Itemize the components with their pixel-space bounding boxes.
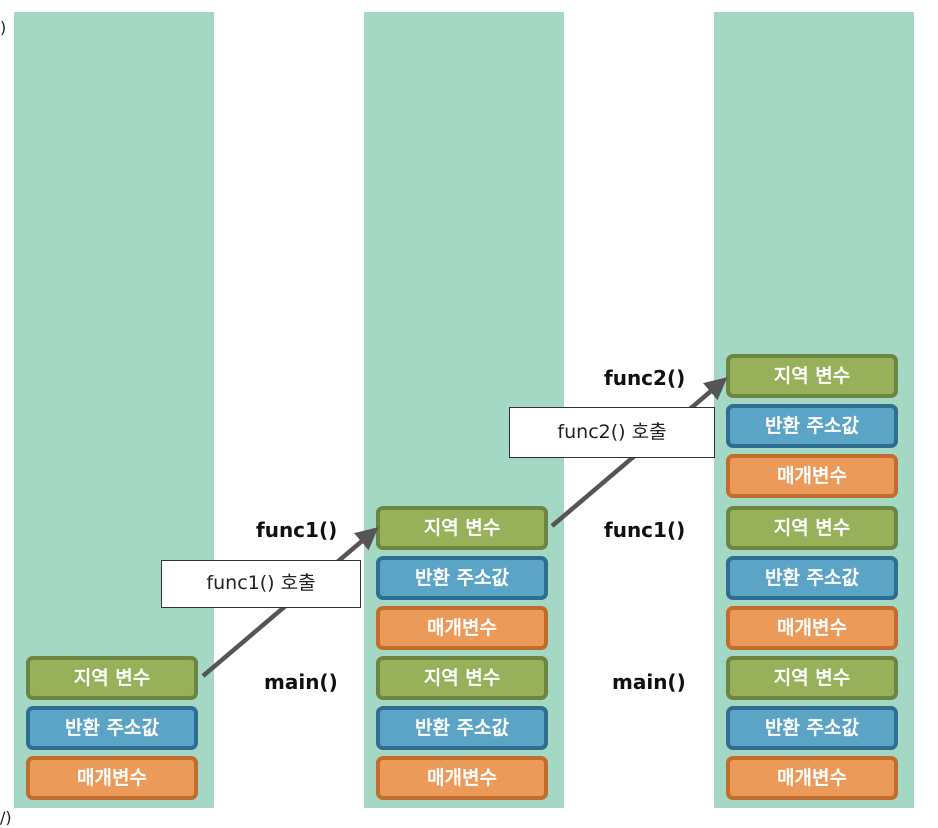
call-box-func1: func1() 호출 [161, 560, 361, 608]
edge-mark-top: ) [0, 18, 7, 37]
col1-main-local-vars: 지역 변수 [26, 656, 198, 700]
label-func1-col2: func1() [256, 518, 338, 542]
label-func2-col3: func2() [604, 366, 686, 390]
col2-func1-params: 매개변수 [376, 606, 548, 650]
label-func1-col3: func1() [604, 518, 686, 542]
col3-func2-return-address: 반환 주소값 [726, 404, 898, 448]
col3-func1-local-vars: 지역 변수 [726, 506, 898, 550]
col2-func1-return-address: 반환 주소값 [376, 556, 548, 600]
label-main-col2: main() [264, 670, 338, 694]
col2-main-return-address: 반환 주소값 [376, 706, 548, 750]
col2-main-local-vars: 지역 변수 [376, 656, 548, 700]
edge-mark-bottom: /) [0, 808, 12, 827]
col3-func2-local-vars: 지역 변수 [726, 354, 898, 398]
col2-func1-local-vars: 지역 변수 [376, 506, 548, 550]
call-box-func2: func2() 호출 [509, 407, 715, 458]
col3-func1-return-address: 반환 주소값 [726, 556, 898, 600]
col3-main-params: 매개변수 [726, 756, 898, 800]
col2-main-params: 매개변수 [376, 756, 548, 800]
col1-main-params: 매개변수 [26, 756, 198, 800]
col1-main-return-address: 반환 주소값 [26, 706, 198, 750]
col3-func2-params: 매개변수 [726, 454, 898, 498]
col3-main-local-vars: 지역 변수 [726, 656, 898, 700]
col3-main-return-address: 반환 주소값 [726, 706, 898, 750]
label-main-col3: main() [612, 670, 686, 694]
col3-func1-params: 매개변수 [726, 606, 898, 650]
